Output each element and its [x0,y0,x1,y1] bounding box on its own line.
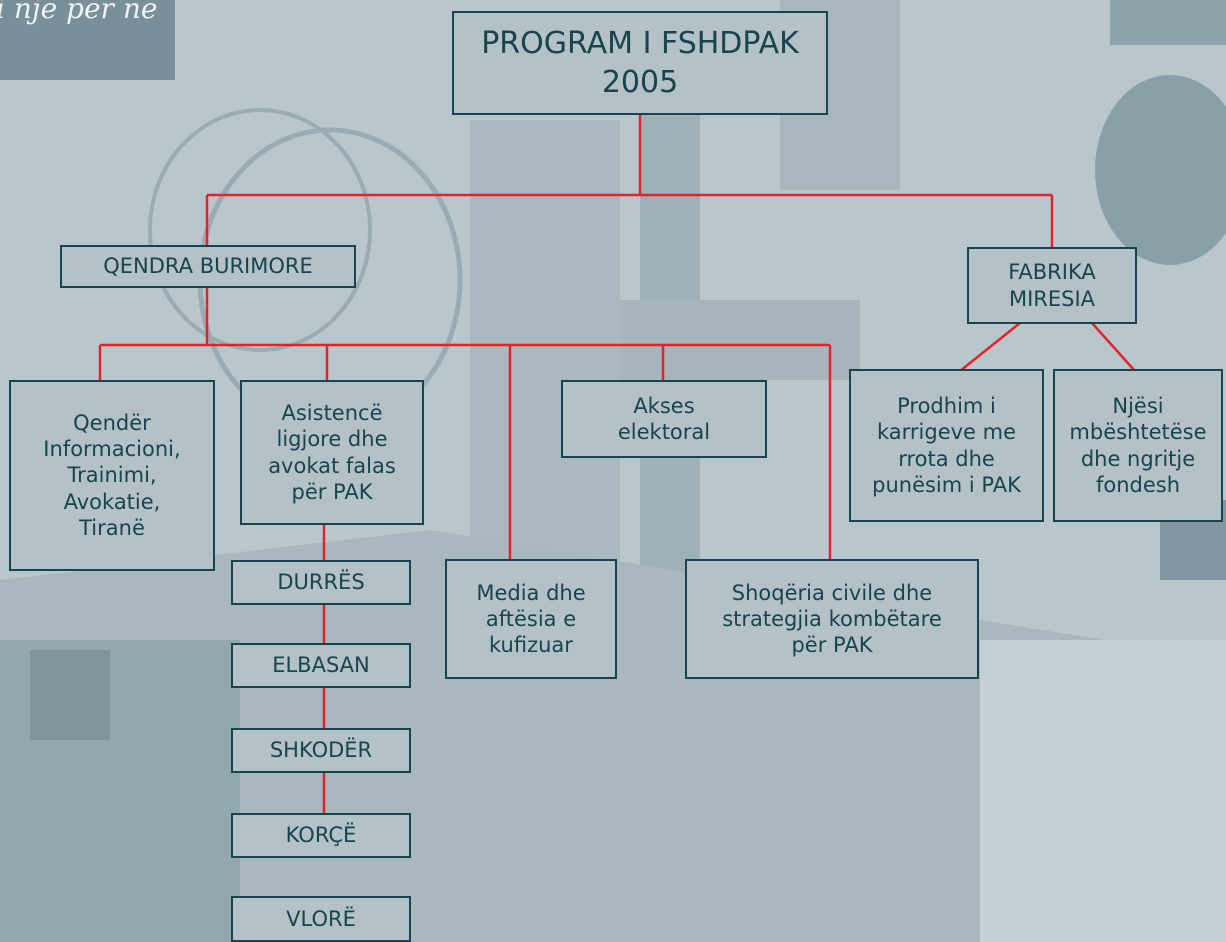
node-qendra-burimore: QENDRA BURIMORE [60,245,356,288]
node-city-elbasan: ELBASAN [231,643,411,688]
poster-text: i një për ne [0,0,158,25]
connector-to-prodhim [959,322,1021,372]
node-city-korce: KORÇË [231,813,411,858]
node-media: Media dhe aftësia e kufizuar [445,559,617,679]
node-shoqeria-civile: Shoqëria civile dhe strategjia kombëtare… [685,559,979,679]
node-fabrika-miresia: FABRIKA MIRESIA [967,247,1137,324]
node-akses-elektoral: Akses elektoral [561,380,767,458]
node-asistence-ligjore: Asistencë ligjore dhe avokat falas për P… [240,380,424,525]
node-city-durres: DURRËS [231,560,411,605]
node-prodhim-karrigeve: Prodhim i karrigeve me rrota dhe punësim… [849,369,1044,522]
node-city-shkoder: SHKODËR [231,728,411,773]
root-node-program: PROGRAM I FSHDPAK 2005 [452,11,828,115]
node-qender-informacioni: Qendër Informacioni, Trainimi, Avokatie,… [9,380,215,571]
node-city-vlore: VLORË [231,896,411,942]
connector-to-njesi [1091,322,1136,372]
node-njesi-mbeshtetese: Njësi mbështetëse dhe ngritje fondesh [1053,369,1223,522]
